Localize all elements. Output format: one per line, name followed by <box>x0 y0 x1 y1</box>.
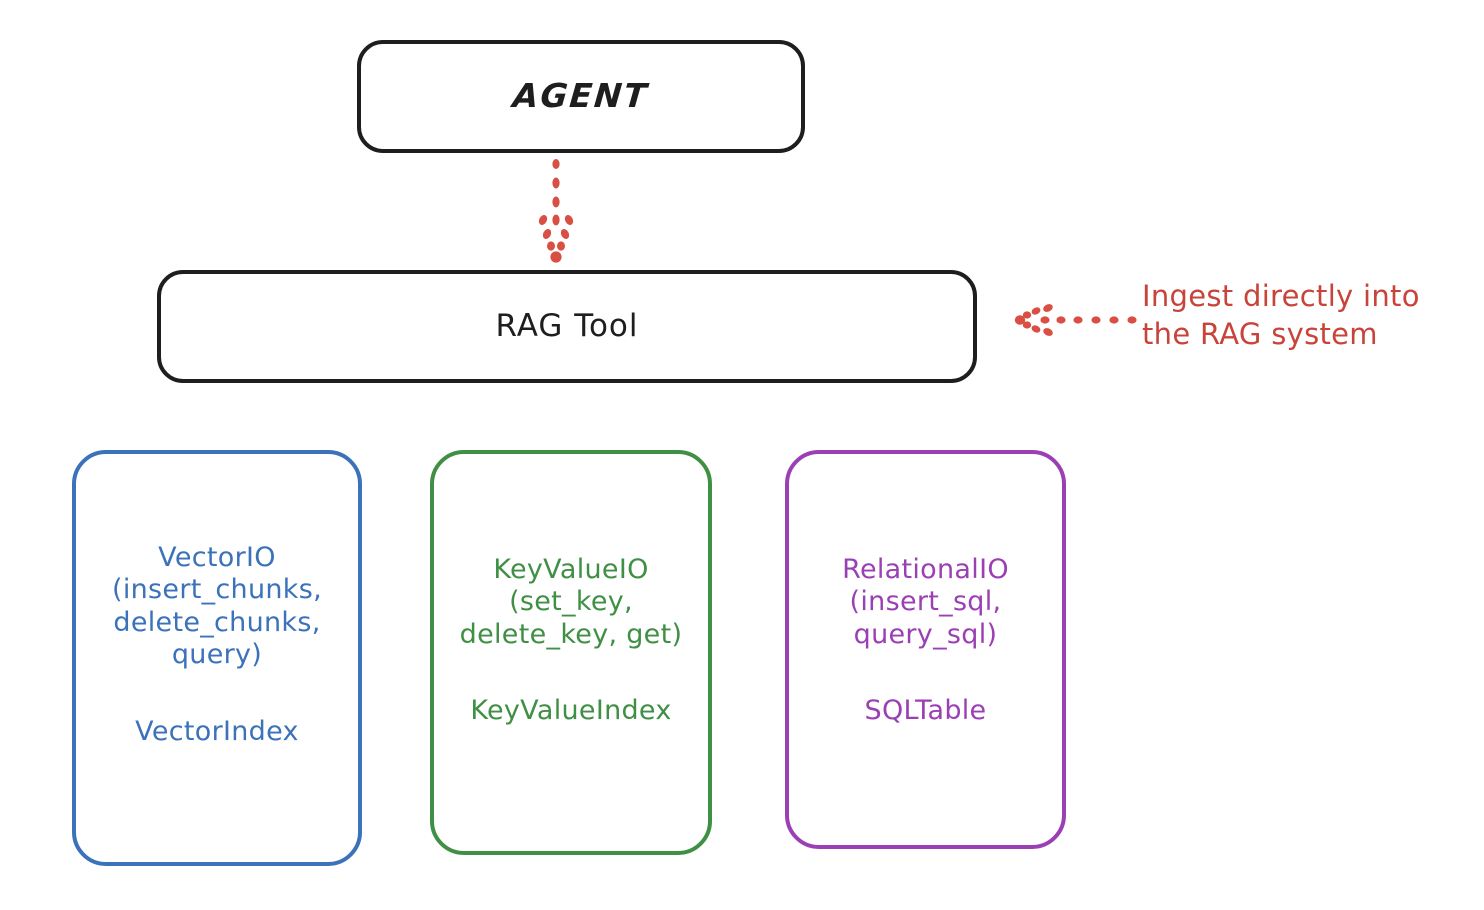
ingest-annotation-text: Ingest directly into the RAG system <box>1142 279 1420 351</box>
keyvalueio-api-label: KeyValueIO (set_key, delete_key, get) <box>459 554 683 650</box>
rag-tool-node[interactable]: RAG Tool <box>157 270 977 383</box>
rag-tool-node-label: RAG Tool <box>495 307 639 344</box>
keyvalueio-node[interactable]: KeyValueIO (set_key, delete_key, get) Ke… <box>430 450 712 855</box>
relationalio-node[interactable]: RelationalIO (insert_sql, query_sql) SQL… <box>785 450 1066 849</box>
ingest-to-rag-tool-arrow <box>1014 304 1137 336</box>
agent-node[interactable]: AGENT <box>357 40 805 153</box>
agent-to-rag-tool-arrow <box>538 159 574 263</box>
vectorio-index-label: VectorIndex <box>135 715 299 747</box>
relationalio-index-label: SQLTable <box>864 695 987 727</box>
agent-node-label: AGENT <box>511 76 651 116</box>
vectorio-api-label: VectorIO (insert_chunks, delete_chunks, … <box>112 542 322 671</box>
relationalio-api-label: RelationalIO (insert_sql, query_sql) <box>842 554 1009 650</box>
keyvalueio-index-label: KeyValueIndex <box>470 695 672 727</box>
vectorio-node[interactable]: VectorIO (insert_chunks, delete_chunks, … <box>72 450 362 866</box>
